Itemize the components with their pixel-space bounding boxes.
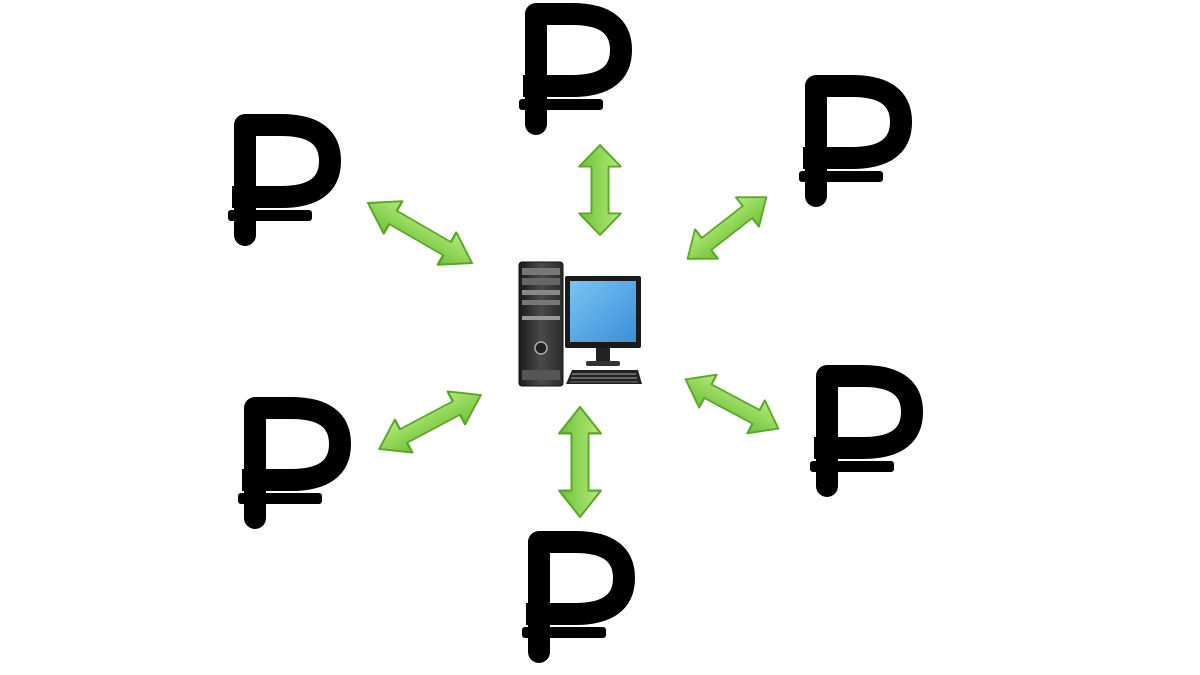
ruble-node-bottom-left (238, 408, 340, 518)
ruble-sign-icon (238, 408, 340, 518)
monitor-screen (570, 281, 636, 342)
ruble-node-top (519, 14, 621, 124)
ruble-sign-icon (228, 125, 330, 235)
monitor (565, 276, 641, 366)
ruble-node-bottom-right (810, 376, 912, 486)
double-arrow-icon (578, 144, 622, 236)
ruble-node-top-right (799, 86, 901, 196)
desktop-computer-icon (518, 261, 642, 387)
double-arrow-icon (557, 405, 603, 519)
double-arrow-icon (675, 361, 789, 447)
ruble-sign-icon (519, 14, 621, 124)
ruble-sign-icon (810, 376, 912, 486)
ruble-node-bottom (522, 542, 624, 652)
keyboard (566, 370, 642, 384)
ruble-sign-icon (522, 542, 624, 652)
double-arrow-icon (369, 377, 491, 467)
double-arrow-icon (357, 185, 483, 281)
ruble-node-top-left (228, 125, 330, 235)
double-arrow-icon (675, 181, 779, 275)
tower-case (518, 261, 564, 387)
ruble-sign-icon (799, 86, 901, 196)
